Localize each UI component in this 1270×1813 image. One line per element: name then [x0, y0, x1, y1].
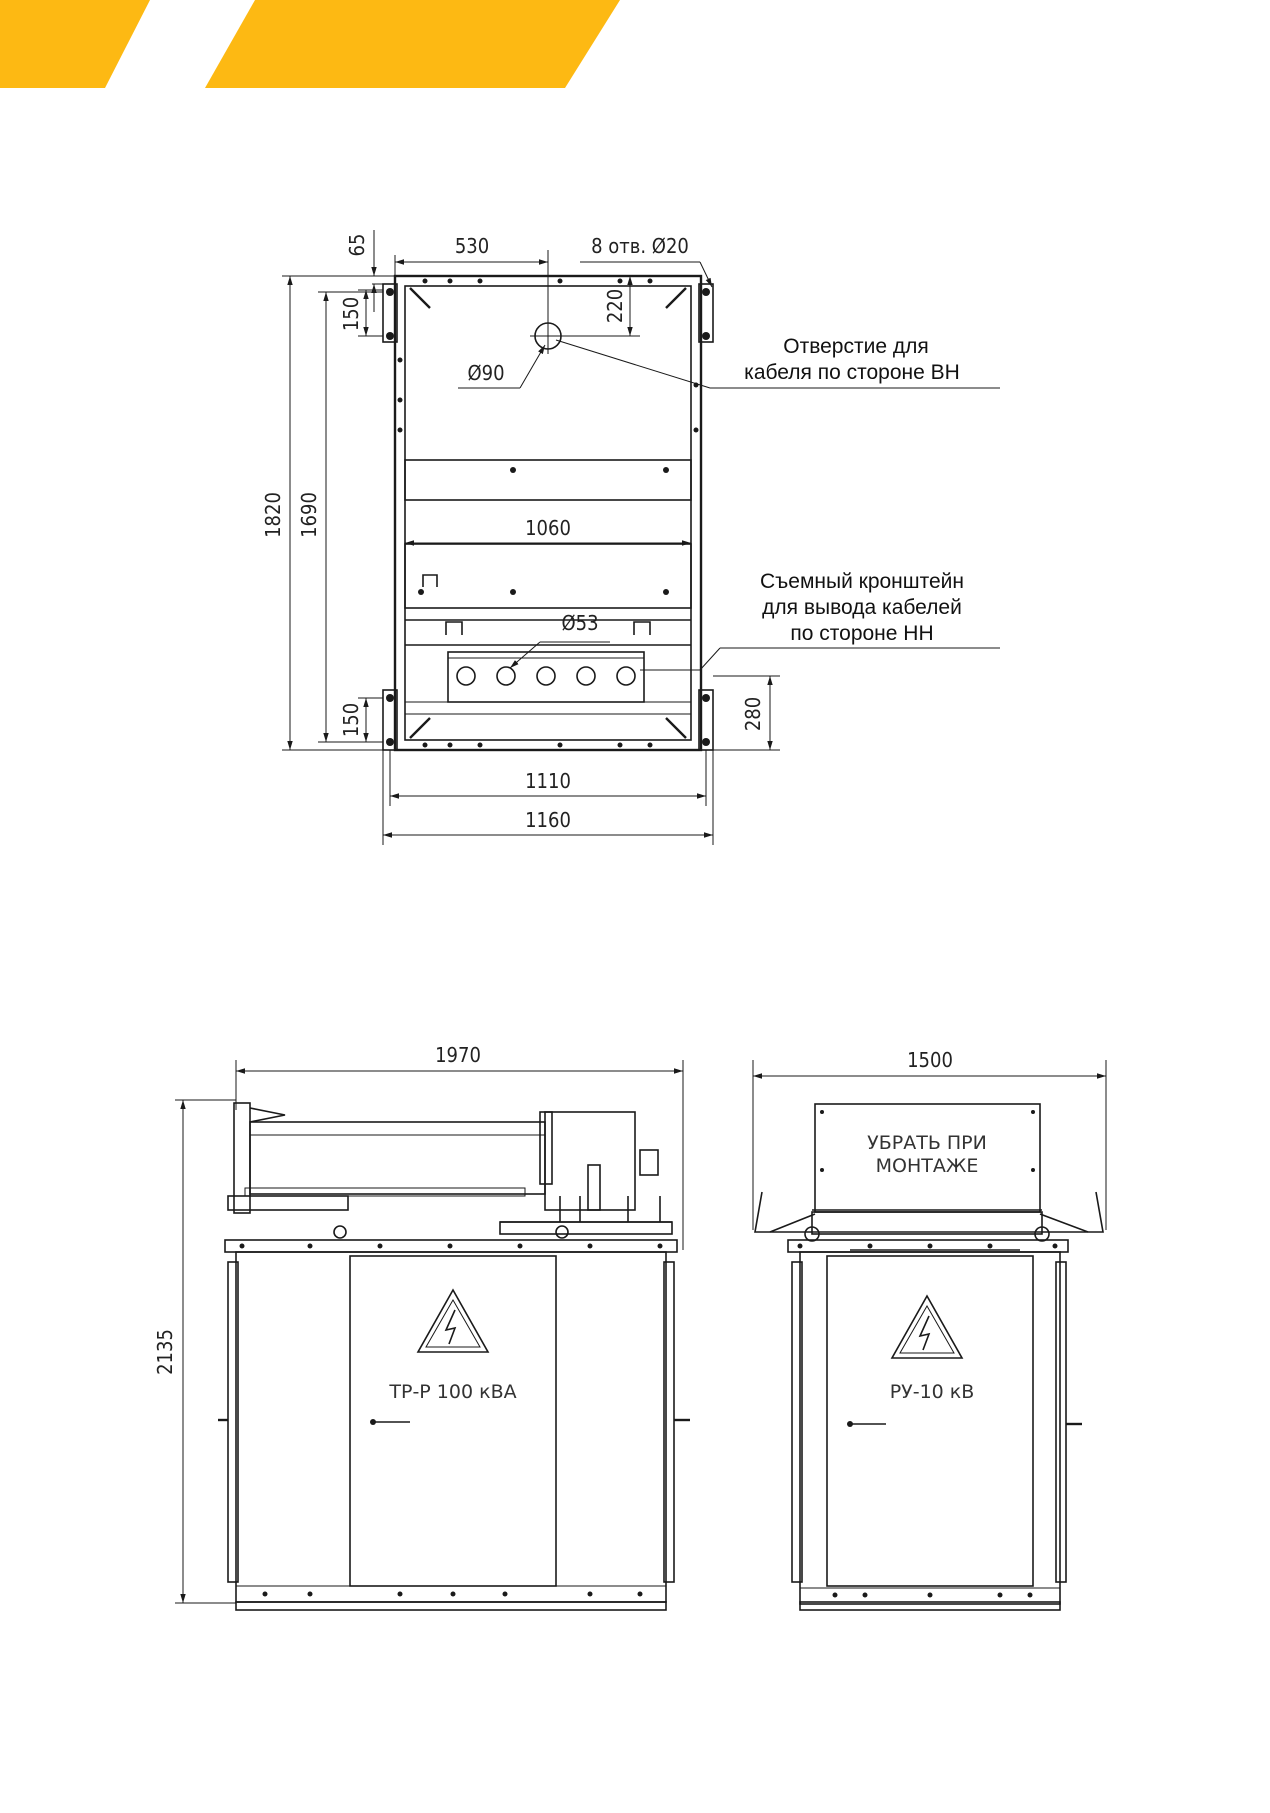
lv-cable-holes: [456, 666, 636, 686]
side-sign-line2: МОНТАЖЕ: [876, 1155, 979, 1177]
dim-150-top: 150: [339, 297, 363, 331]
lv-bracket: [447, 651, 645, 703]
lv-callout-line3: по стороне НН: [790, 622, 933, 645]
hv-callout-line1: Отверстие для: [783, 335, 928, 358]
dim-280: 280: [741, 697, 765, 731]
side-view: 1500 УБРАТЬ ПРИ МОНТАЖЕ Р: [752, 1048, 1107, 1611]
dim-1690: 1690: [297, 492, 321, 538]
side-width-dim: 1500: [907, 1048, 953, 1072]
side-body: [799, 1251, 1061, 1605]
side-door-label: РУ-10 кВ: [890, 1381, 975, 1403]
dim-220: 220: [603, 289, 627, 323]
dim-530: 530: [455, 234, 489, 258]
dim-65: 65: [345, 234, 369, 257]
front-door: [349, 1255, 557, 1587]
side-sign-line1: УБРАТЬ ПРИ: [867, 1132, 987, 1154]
dim-1820: 1820: [261, 492, 285, 538]
dim-1160: 1160: [525, 808, 571, 832]
header-stripes: [0, 0, 620, 88]
side-door: [826, 1255, 1034, 1587]
front-door-label: ТР-Р 100 кВА: [388, 1381, 516, 1403]
plan-rail-2: [404, 543, 692, 609]
lv-callout-line2: для вывода кабелей: [762, 596, 962, 619]
dim-90: Ø90: [467, 361, 504, 385]
front-warning-triangle: [416, 1288, 490, 1353]
front-width-dim: 1970: [435, 1043, 481, 1067]
hv-callout-line2: кабеля по стороне ВН: [744, 361, 960, 384]
plan-rail-1: [404, 459, 692, 501]
side-warning-triangle: [890, 1294, 964, 1359]
lv-callout-line1: Съемный кронштейн: [760, 570, 964, 593]
front-view: 1970 2135: [153, 1043, 690, 1611]
plan-view: 530 8 отв. Ø20 65 150 220 Ø90 Отверстие …: [261, 230, 1000, 845]
dim-53: Ø53: [561, 611, 598, 635]
header-stripe-left: [0, 0, 150, 88]
front-height-dim: 2135: [153, 1329, 177, 1375]
dim-150-bottom: 150: [339, 703, 363, 737]
dim-1060: 1060: [525, 516, 571, 540]
dim-holes: 8 отв. Ø20: [591, 234, 689, 258]
header-stripe-right: [205, 0, 620, 88]
dim-1110: 1110: [525, 769, 571, 793]
front-body: [235, 1251, 667, 1603]
